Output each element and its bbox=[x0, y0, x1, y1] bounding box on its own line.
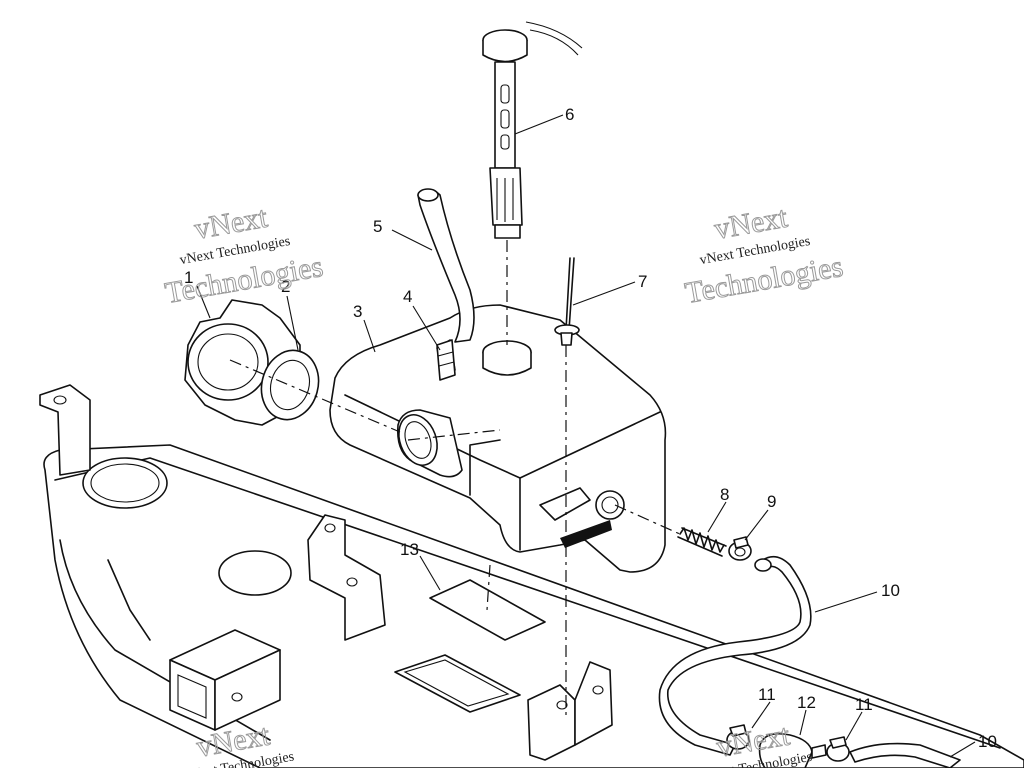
callout-4: 4 bbox=[403, 287, 412, 306]
vent-fitting bbox=[436, 339, 456, 381]
vent-hose bbox=[417, 188, 475, 343]
callout-10-lower: 10 bbox=[978, 732, 997, 751]
callout-6: 6 bbox=[565, 105, 574, 124]
callout-8: 8 bbox=[720, 485, 729, 504]
watermark-lower-right: vNext vNext Technologies bbox=[701, 718, 814, 768]
callout-10-upper: 10 bbox=[881, 581, 900, 600]
fuel-filter-spring bbox=[677, 527, 727, 557]
callout-leader-lines bbox=[196, 114, 976, 758]
vehicle-frame bbox=[43, 444, 1024, 768]
callout-5: 5 bbox=[373, 217, 382, 236]
callout-1: 1 bbox=[184, 268, 193, 287]
hitch-receiver bbox=[169, 629, 281, 731]
assembly-center-lines bbox=[229, 240, 683, 720]
watermark-upper-right: vNext vNext Technologies Technologies bbox=[682, 200, 846, 310]
hose-clamp-9 bbox=[728, 536, 752, 561]
hose-clamp-11-left bbox=[726, 724, 750, 750]
cap-gasket bbox=[260, 349, 320, 421]
tank-mount-bracket-right bbox=[527, 661, 613, 761]
callout-13: 13 bbox=[400, 540, 419, 559]
fuel-line-lower bbox=[849, 742, 961, 768]
callout-3: 3 bbox=[353, 302, 362, 321]
fuel-cap bbox=[184, 299, 301, 426]
callout-11-left: 11 bbox=[758, 685, 776, 704]
callout-11-right: 11 bbox=[855, 695, 873, 714]
fuel-gauge-sender bbox=[482, 21, 583, 239]
fuel-line-upper bbox=[658, 555, 812, 756]
callout-9: 9 bbox=[767, 492, 776, 511]
watermark-upper-left: vNext vNext Technologies Technologies bbox=[162, 200, 326, 310]
inline-fuel-filter bbox=[758, 732, 827, 768]
frame-left-bracket bbox=[39, 384, 91, 476]
gauge-probe bbox=[554, 257, 580, 346]
callout-2: 2 bbox=[281, 277, 290, 296]
callout-12: 12 bbox=[797, 693, 816, 712]
hose-clamp-11-right bbox=[826, 736, 850, 762]
callout-7: 7 bbox=[638, 272, 647, 291]
tank-pad bbox=[429, 579, 546, 641]
callout-numbers: 1 2 3 4 5 6 7 8 9 10 10 11 11 12 13 bbox=[184, 105, 997, 751]
tank-mount-bracket-center bbox=[307, 514, 386, 641]
